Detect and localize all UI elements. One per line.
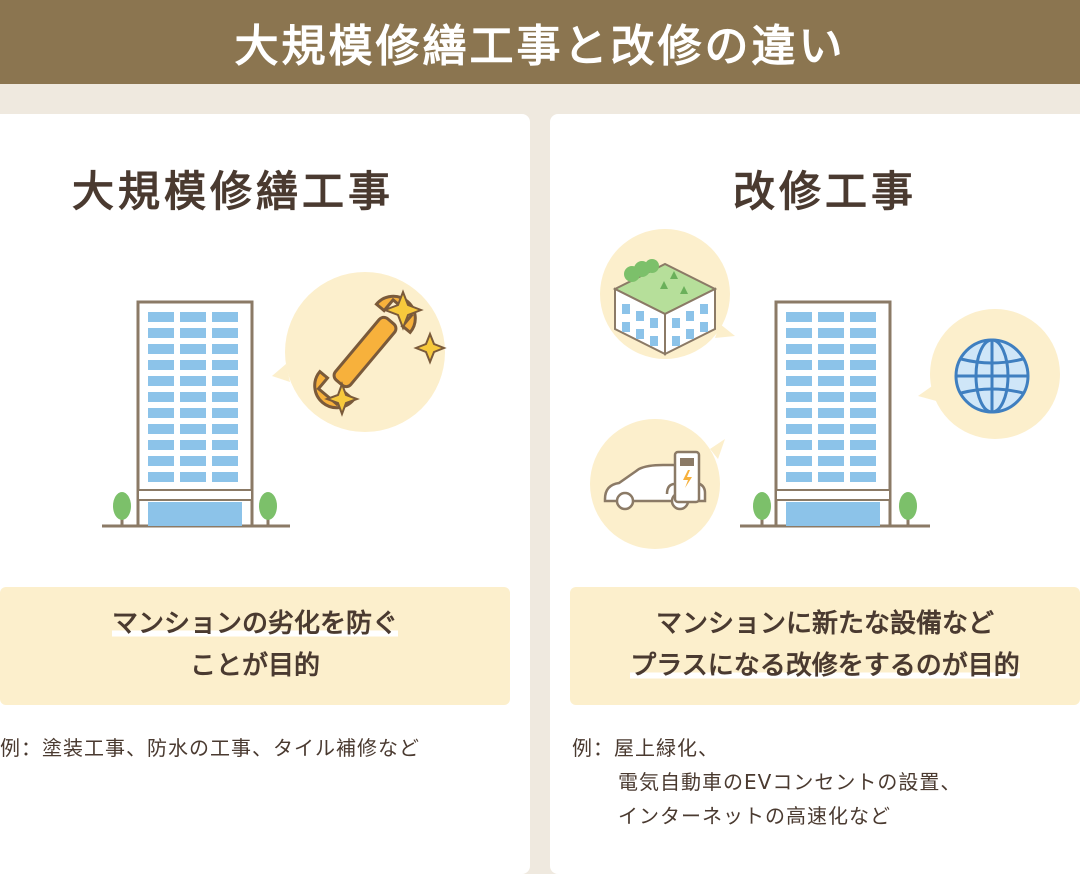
building-window <box>818 360 844 370</box>
building-window <box>850 376 876 386</box>
example-line-2: 電気自動車のEVコンセントの設置、 <box>618 770 962 794</box>
building-window <box>850 424 876 434</box>
building-window <box>212 424 238 434</box>
building-window <box>180 472 206 482</box>
building-window <box>850 440 876 450</box>
tree-icon <box>899 492 917 526</box>
building-window <box>786 408 812 418</box>
purpose-box-repair: マンションの劣化を防ぐ ことが目的 <box>0 587 510 705</box>
building-window <box>212 312 238 322</box>
building-window <box>786 328 812 338</box>
building-window <box>180 440 206 450</box>
building-window <box>212 472 238 482</box>
purpose-line-2: ことが目的 <box>189 651 320 681</box>
building-window <box>148 440 174 450</box>
building-window <box>818 312 844 322</box>
building-window <box>212 440 238 450</box>
building-window <box>148 360 174 370</box>
building-window <box>148 472 174 482</box>
purpose-line-2: プラスになる改修をするのが目的 <box>630 651 1020 681</box>
building-window <box>786 376 812 386</box>
building-window <box>818 472 844 482</box>
example-line-1: 例：屋上緑化、 <box>572 736 719 760</box>
building-window <box>818 456 844 466</box>
building-window <box>850 360 876 370</box>
building-window <box>212 344 238 354</box>
building-window <box>148 376 174 386</box>
building-window <box>786 472 812 482</box>
building-window <box>850 472 876 482</box>
building-window <box>180 360 206 370</box>
building-window <box>148 312 174 322</box>
building-window <box>850 408 876 418</box>
building-window <box>818 440 844 450</box>
building-window <box>818 328 844 338</box>
building-window <box>818 424 844 434</box>
building-window <box>786 312 812 322</box>
header-banner: 大規模修繕工事と改修の違い <box>0 0 1080 84</box>
renovation-card: 改修工事 <box>550 114 1080 874</box>
globe-icon <box>954 338 1030 414</box>
rooftop-garden-icon <box>612 259 718 356</box>
tree-icon <box>259 492 277 526</box>
building-window <box>180 456 206 466</box>
purpose-line-1: マンションの劣化を防ぐ <box>111 609 398 639</box>
building-window <box>850 456 876 466</box>
building-window <box>850 344 876 354</box>
sparkle-icon <box>413 331 447 365</box>
building-window <box>180 344 206 354</box>
building-window <box>212 456 238 466</box>
building-window <box>180 392 206 402</box>
sparkle-icon <box>382 289 424 331</box>
example-text-renovation: 例：屋上緑化、 電気自動車のEVコンセントの設置、 インターネットの高速化など <box>572 731 961 833</box>
building-window <box>180 408 206 418</box>
building-window <box>180 424 206 434</box>
building-window <box>818 344 844 354</box>
building-window <box>212 376 238 386</box>
building-window <box>148 328 174 338</box>
building-window <box>850 392 876 402</box>
building-window <box>180 376 206 386</box>
card-title-repair: 大規模修繕工事 <box>72 167 395 216</box>
card-title-renovation: 改修工事 <box>732 167 917 216</box>
building-window <box>148 392 174 402</box>
purpose-line-1: マンションに新たな設備など <box>655 609 994 639</box>
building-window <box>786 360 812 370</box>
example-line-3: インターネットの高速化など <box>618 804 891 828</box>
page-title: 大規模修繕工事と改修の違い <box>234 21 846 72</box>
building-window <box>850 328 876 338</box>
example-text-repair: 例：塗装工事、防水の工事、タイル補修など <box>0 736 420 760</box>
building-window <box>212 360 238 370</box>
building-window <box>148 456 174 466</box>
purpose-box-renovation: マンションに新たな設備など プラスになる改修をするのが目的 <box>570 587 1080 705</box>
building-window <box>818 376 844 386</box>
building-window <box>180 312 206 322</box>
building-window <box>212 328 238 338</box>
building-renovation-illustration <box>590 229 1060 549</box>
building-window <box>180 328 206 338</box>
building-window <box>212 392 238 402</box>
building-window <box>786 424 812 434</box>
tree-icon <box>753 492 771 526</box>
building-window <box>818 408 844 418</box>
building-window <box>786 344 812 354</box>
building-window <box>212 408 238 418</box>
building-window <box>850 312 876 322</box>
building-window <box>786 392 812 402</box>
building-window <box>786 456 812 466</box>
large-scale-repair-card: 大規模修繕工事 <box>0 114 530 874</box>
building-icon <box>774 300 892 528</box>
building-window <box>818 392 844 402</box>
tree-icon <box>113 492 131 526</box>
building-icon <box>136 300 254 528</box>
building-window <box>786 440 812 450</box>
sparkle-icon <box>324 381 360 417</box>
building-window <box>148 408 174 418</box>
ev-charger-icon <box>665 450 701 504</box>
building-window <box>148 424 174 434</box>
building-repair-illustration <box>102 272 447 528</box>
building-window <box>148 344 174 354</box>
